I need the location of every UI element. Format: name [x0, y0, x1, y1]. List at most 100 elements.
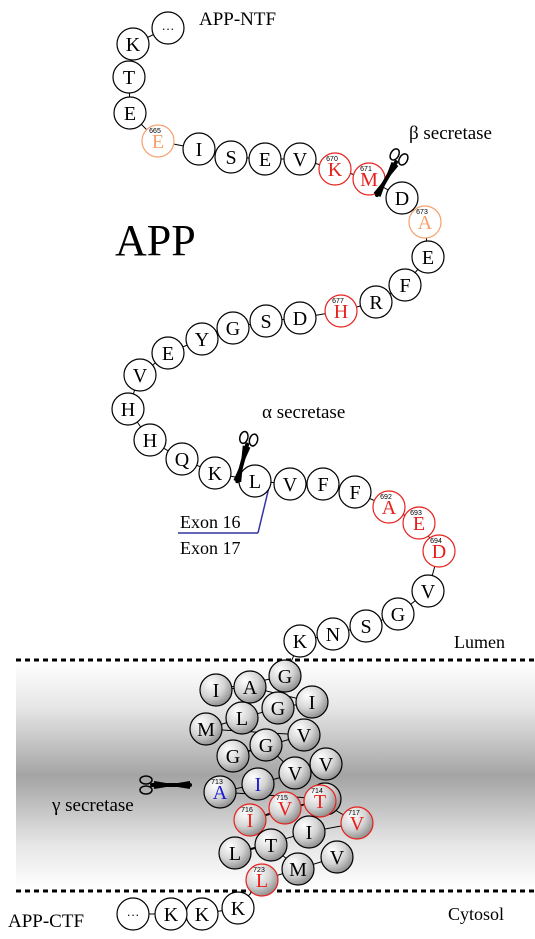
residue-letter: E: [422, 247, 434, 269]
residue-letter: V: [330, 847, 345, 869]
residue-circle: [218, 836, 252, 870]
residue-k-3: K: [283, 624, 317, 658]
residue-letter: I: [255, 774, 262, 796]
residue-letter: M: [289, 859, 307, 881]
residue-y-1: Y: [185, 322, 219, 356]
residue-letter: F: [399, 275, 410, 297]
residue-circle: [221, 891, 255, 925]
residue-number: 694: [430, 538, 442, 545]
residue-t-tm1: T: [254, 828, 288, 862]
residue-number: 670: [326, 156, 338, 163]
residue-letter: V: [288, 763, 303, 785]
residue-r-1: R: [359, 285, 393, 319]
residue-circle: [295, 685, 329, 719]
residue-circle: [225, 701, 259, 735]
residue-letter: I: [306, 822, 313, 844]
residue-circle: [340, 806, 374, 840]
residue-letter: H: [143, 430, 157, 452]
residue-circle: [318, 152, 352, 186]
residue-letter: F: [349, 482, 360, 504]
residue-circle: [372, 490, 406, 524]
residue-k-top: K: [116, 27, 150, 61]
residue-number: 723: [253, 867, 265, 874]
label-alpha-secretase: α secretase: [262, 402, 345, 423]
residue-circle: [233, 670, 267, 704]
label-app-ntf: APP-NTF: [199, 9, 276, 30]
residue-letter: A: [418, 212, 433, 234]
residue-i-tm4: I: [292, 815, 326, 849]
residue-letter: V: [297, 725, 312, 747]
residue-letter: S: [225, 147, 236, 169]
residue-number: 671: [360, 166, 372, 173]
residue-letter: E: [152, 131, 164, 153]
residue-letter: I: [247, 810, 254, 832]
residue-letter: Y: [195, 329, 209, 351]
residue-letter: E: [124, 103, 136, 125]
residue-m-tm1: M: [189, 712, 223, 746]
residue-letter: K: [195, 904, 210, 926]
residue-circle: [151, 11, 185, 45]
residue-letter: M: [360, 169, 378, 191]
residue-letter: G: [226, 746, 240, 768]
residue-letter: I: [309, 692, 316, 714]
residue-h-2: H: [111, 392, 145, 426]
residue-letter: K: [208, 463, 223, 485]
residue-d-2: D: [283, 301, 317, 335]
residue-circle: [189, 712, 223, 746]
residue-i-tm2: I: [295, 685, 329, 719]
residue-number: 717: [348, 810, 360, 817]
residue-i-tm3: I: [241, 767, 275, 801]
residue-letter: G: [271, 698, 285, 720]
residue-l-1: L: [238, 464, 272, 498]
residue-letter: I: [196, 139, 203, 161]
residue-number: 693: [410, 510, 422, 517]
residue-letter: R: [369, 292, 383, 314]
label-beta-secretase: β secretase: [409, 123, 492, 144]
residue-circle: [338, 475, 372, 509]
residue-ntf-dots: ···: [151, 11, 185, 45]
residue-letter: E: [413, 513, 425, 535]
residue-letter: E: [259, 149, 271, 171]
residue-letter: M: [197, 719, 215, 741]
residue-number: 713: [211, 779, 223, 786]
residue-letter: V: [350, 813, 365, 835]
residue-circle: [303, 784, 337, 818]
residue-circle: [287, 718, 321, 752]
residue-circle: [203, 775, 237, 809]
residue-circle: [116, 897, 150, 931]
residue-circle: [422, 534, 456, 568]
residue-circle: [182, 132, 216, 166]
residue-f-3: F: [338, 475, 372, 509]
residue-letter: N: [326, 624, 340, 646]
residue-letter: K: [126, 34, 141, 56]
residue-m-tm2: M: [281, 852, 315, 886]
residue-letter: K: [231, 898, 246, 920]
residue-circle: [359, 285, 393, 319]
label-exon-16: Exon 16: [180, 512, 241, 532]
residue-q-1: Q: [165, 442, 199, 476]
residue-circle: [306, 467, 340, 501]
residue-letter: H: [334, 301, 348, 323]
residue-s-2: S: [249, 304, 283, 338]
residue-circle: [133, 423, 167, 457]
residue-letter: ···: [127, 908, 140, 923]
residue-s-1: S: [214, 140, 248, 174]
residue-letter: G: [259, 735, 273, 757]
residue-circle: [278, 756, 312, 790]
residue-e-4: E: [151, 336, 185, 370]
label-lumen: Lumen: [454, 632, 505, 652]
residue-circle: [283, 624, 317, 658]
residue-g-tm1: G: [268, 659, 302, 693]
residue-letter: L: [249, 471, 261, 493]
residue-e-2: E: [248, 142, 282, 176]
residue-g-tm2: G: [261, 691, 295, 725]
residue-k-2: K: [198, 456, 232, 490]
residue-circle: [268, 791, 302, 825]
label-gamma-secretase: γ secretase: [51, 795, 134, 816]
residue-circle: [349, 609, 383, 643]
